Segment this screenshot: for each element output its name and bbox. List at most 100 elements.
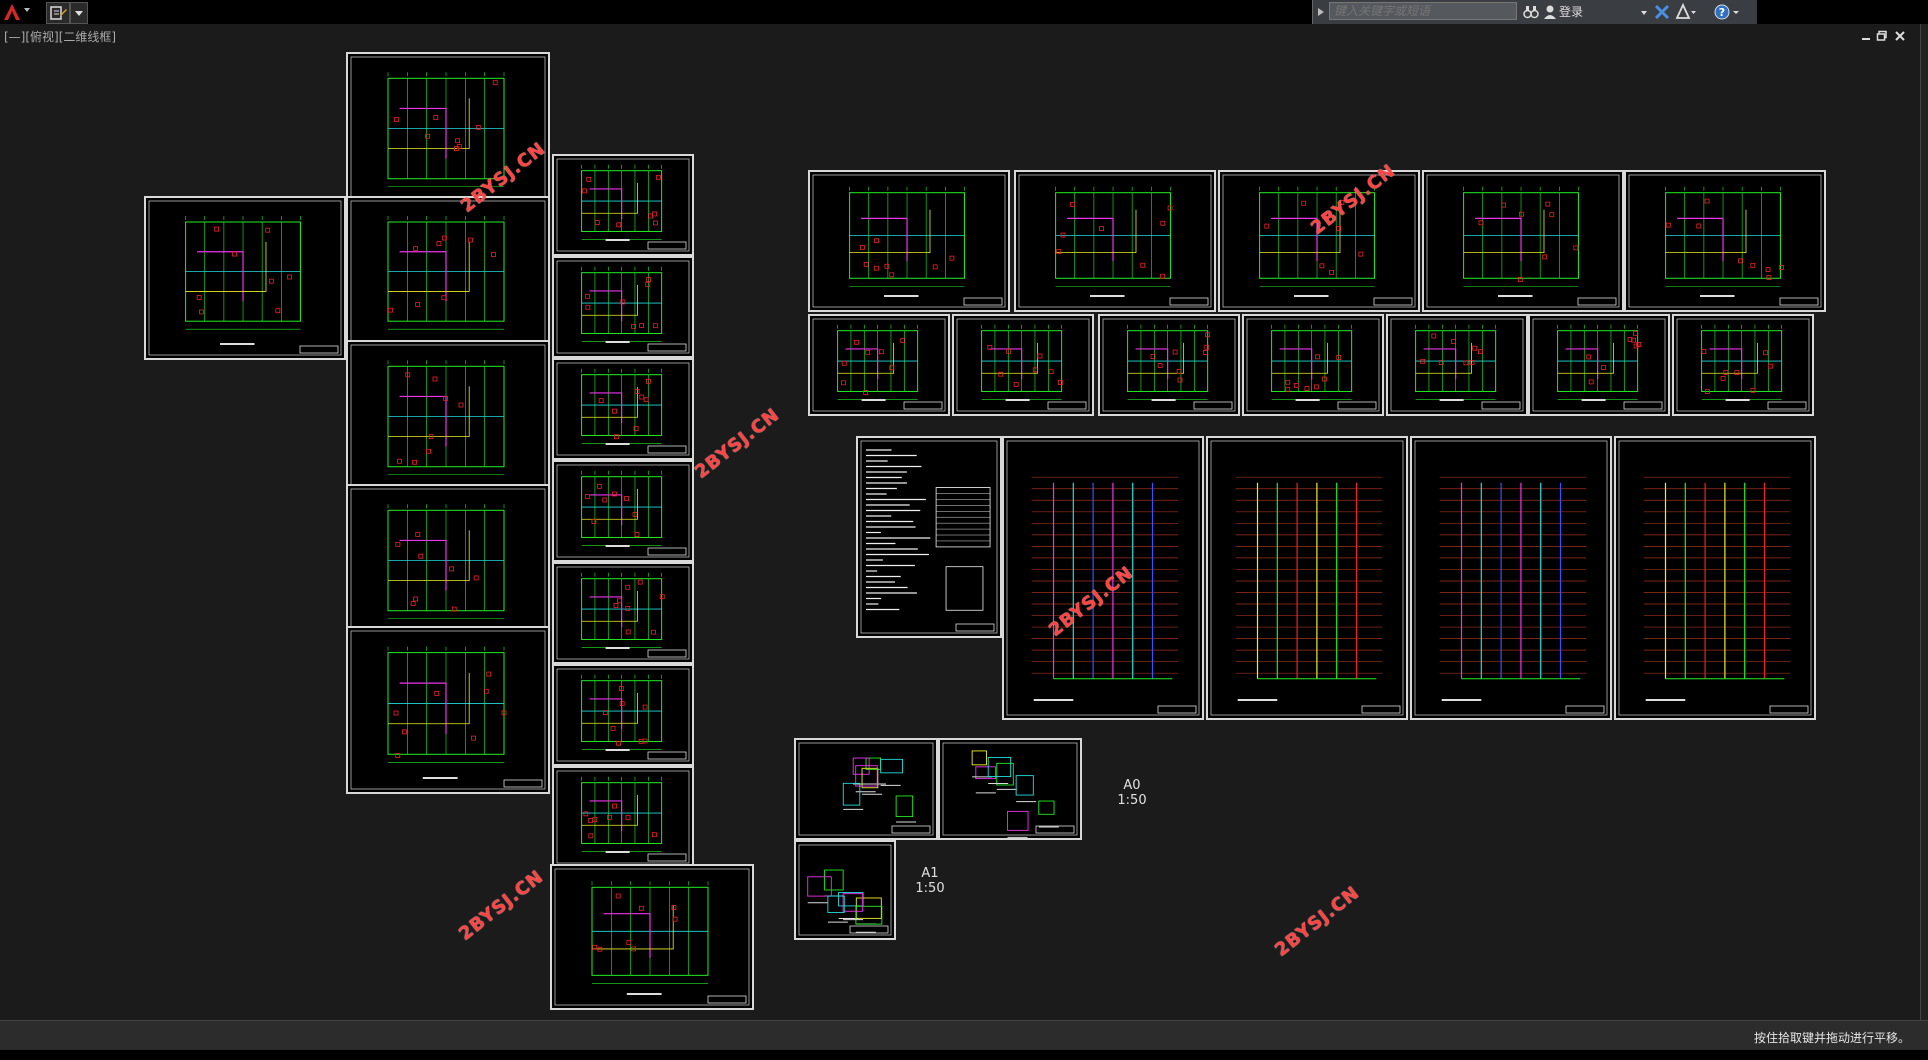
sheet-drawing — [556, 362, 690, 456]
scale-annotation-a1: A1 1:50 — [910, 866, 950, 896]
drawing-sheet[interactable] — [1422, 170, 1624, 312]
sheet-drawing — [798, 742, 934, 836]
vertical-scrollbar[interactable] — [1920, 24, 1928, 1020]
sheet-drawing — [1018, 174, 1212, 308]
drawing-sheet[interactable] — [552, 460, 694, 562]
viewport-controls-label[interactable]: [—][俯视][二维线框] — [4, 30, 117, 44]
search-expand-icon[interactable] — [1315, 3, 1327, 21]
drawing-sheet[interactable] — [1218, 170, 1420, 312]
drawing-canvas[interactable]: A0 1:50 A1 1:50 2BYSJ.CN 2BYSJ.CN 2BYSJ.… — [0, 24, 1920, 1020]
sheet-drawing — [1414, 440, 1608, 716]
sheet-drawing — [148, 200, 342, 356]
sheet-drawing — [956, 318, 1090, 412]
sheet-drawing — [1210, 440, 1404, 716]
drawing-sheet[interactable] — [1206, 436, 1408, 720]
sheet-drawing — [1676, 318, 1810, 412]
sheet-drawing — [556, 668, 690, 762]
sheet-drawing — [1246, 318, 1380, 412]
drawing-sheet[interactable] — [552, 766, 694, 868]
drawing-sheet[interactable] — [346, 196, 550, 360]
search-input[interactable] — [1329, 2, 1517, 20]
drawing-sheet[interactable] — [1672, 314, 1814, 416]
sheet-drawing — [556, 158, 690, 252]
sheet-drawing — [812, 174, 1006, 308]
minimize-icon[interactable] — [1860, 30, 1872, 45]
sheet-drawing — [942, 742, 1078, 838]
watermark: 2BYSJ.CN — [691, 404, 784, 483]
sheet-drawing — [1628, 174, 1822, 308]
binoculars-icon[interactable] — [1523, 3, 1539, 21]
drawing-sheet[interactable] — [856, 436, 1002, 638]
drawing-sheet[interactable] — [552, 664, 694, 766]
drawing-sheet[interactable] — [808, 170, 1010, 312]
drawing-sheet[interactable] — [550, 864, 754, 1010]
sheet-drawing — [556, 566, 690, 660]
user-icon[interactable] — [1543, 3, 1557, 21]
drawing-sheet[interactable] — [1614, 436, 1816, 720]
drawing-sheet[interactable] — [808, 314, 950, 416]
drawing-sheet[interactable] — [1386, 314, 1528, 416]
drawing-sheet[interactable] — [552, 358, 694, 460]
status-message: 按住拾取键并拖动进行平移。 — [1753, 1031, 1910, 1045]
title-bar: 登录 ? — [0, 0, 1928, 24]
bottom-edge — [0, 1050, 1928, 1060]
watermark: 2BYSJ.CN — [455, 866, 548, 945]
sheet-drawing — [812, 318, 946, 412]
sheet-drawing — [860, 440, 998, 634]
drawing-sheet[interactable] — [794, 738, 938, 840]
sheet-drawing — [1102, 318, 1236, 412]
app-logo-icon[interactable] — [2, 2, 32, 22]
annotation-scale: 1:50 — [1117, 793, 1147, 808]
sheet-drawing — [1222, 174, 1416, 308]
drawing-sheet[interactable] — [1528, 314, 1670, 416]
drawing-sheet[interactable] — [1014, 170, 1216, 312]
login-button[interactable]: 登录 — [1559, 5, 1584, 19]
drawing-sheet[interactable] — [1624, 170, 1826, 312]
sheet-drawing — [556, 770, 690, 864]
drawing-sheet[interactable] — [346, 52, 550, 218]
drawing-sheet[interactable] — [1098, 314, 1240, 416]
sheet-drawing — [350, 200, 546, 356]
drawing-sheet[interactable] — [1002, 436, 1204, 720]
drawing-sheet[interactable] — [952, 314, 1094, 416]
sheet-drawing — [798, 844, 892, 936]
status-bar: 按住拾取键并拖动进行平移。 — [0, 1020, 1928, 1051]
quick-access-icon[interactable] — [46, 2, 70, 24]
drawing-sheet[interactable] — [552, 154, 694, 256]
drawing-sheet[interactable] — [1242, 314, 1384, 416]
help-icon[interactable]: ? — [1713, 3, 1741, 21]
sheet-drawing — [1006, 440, 1200, 716]
sheet-drawing — [1618, 440, 1812, 716]
drawing-sheet[interactable] — [552, 256, 694, 358]
svg-text:?: ? — [1719, 6, 1725, 19]
annotation-sheet-size: A0 — [1123, 778, 1141, 793]
sheet-drawing — [350, 630, 546, 790]
watermark: 2BYSJ.CN — [1271, 882, 1364, 961]
drawing-sheet[interactable] — [346, 626, 550, 794]
sheet-drawing — [350, 344, 546, 502]
drawing-sheet[interactable] — [552, 562, 694, 664]
login-dropdown-icon[interactable] — [1639, 3, 1649, 21]
info-center-bar: 登录 ? — [1312, 0, 1757, 24]
drawing-sheet[interactable] — [794, 840, 896, 940]
sheet-drawing — [350, 488, 546, 646]
scale-annotation-a0: A0 1:50 — [1112, 778, 1152, 808]
sheet-drawing — [554, 868, 750, 1006]
a360-icon[interactable] — [1675, 2, 1697, 21]
sheet-drawing — [350, 56, 546, 214]
exchange-icon[interactable] — [1653, 3, 1671, 21]
annotation-scale: 1:50 — [915, 881, 945, 896]
annotation-sheet-size: A1 — [921, 866, 939, 881]
sheet-drawing — [1426, 174, 1620, 308]
close-icon[interactable] — [1894, 30, 1906, 45]
drawing-sheet[interactable] — [938, 738, 1082, 840]
sheet-drawing — [1532, 318, 1666, 412]
drawing-sheet[interactable] — [346, 340, 550, 506]
sheet-drawing — [556, 260, 690, 354]
drawing-sheet[interactable] — [1410, 436, 1612, 720]
sheet-drawing — [556, 464, 690, 558]
restore-icon[interactable] — [1876, 30, 1888, 45]
quick-access-dropdown-icon[interactable] — [70, 2, 88, 24]
sheet-drawing — [1390, 318, 1524, 412]
drawing-sheet[interactable] — [144, 196, 346, 360]
